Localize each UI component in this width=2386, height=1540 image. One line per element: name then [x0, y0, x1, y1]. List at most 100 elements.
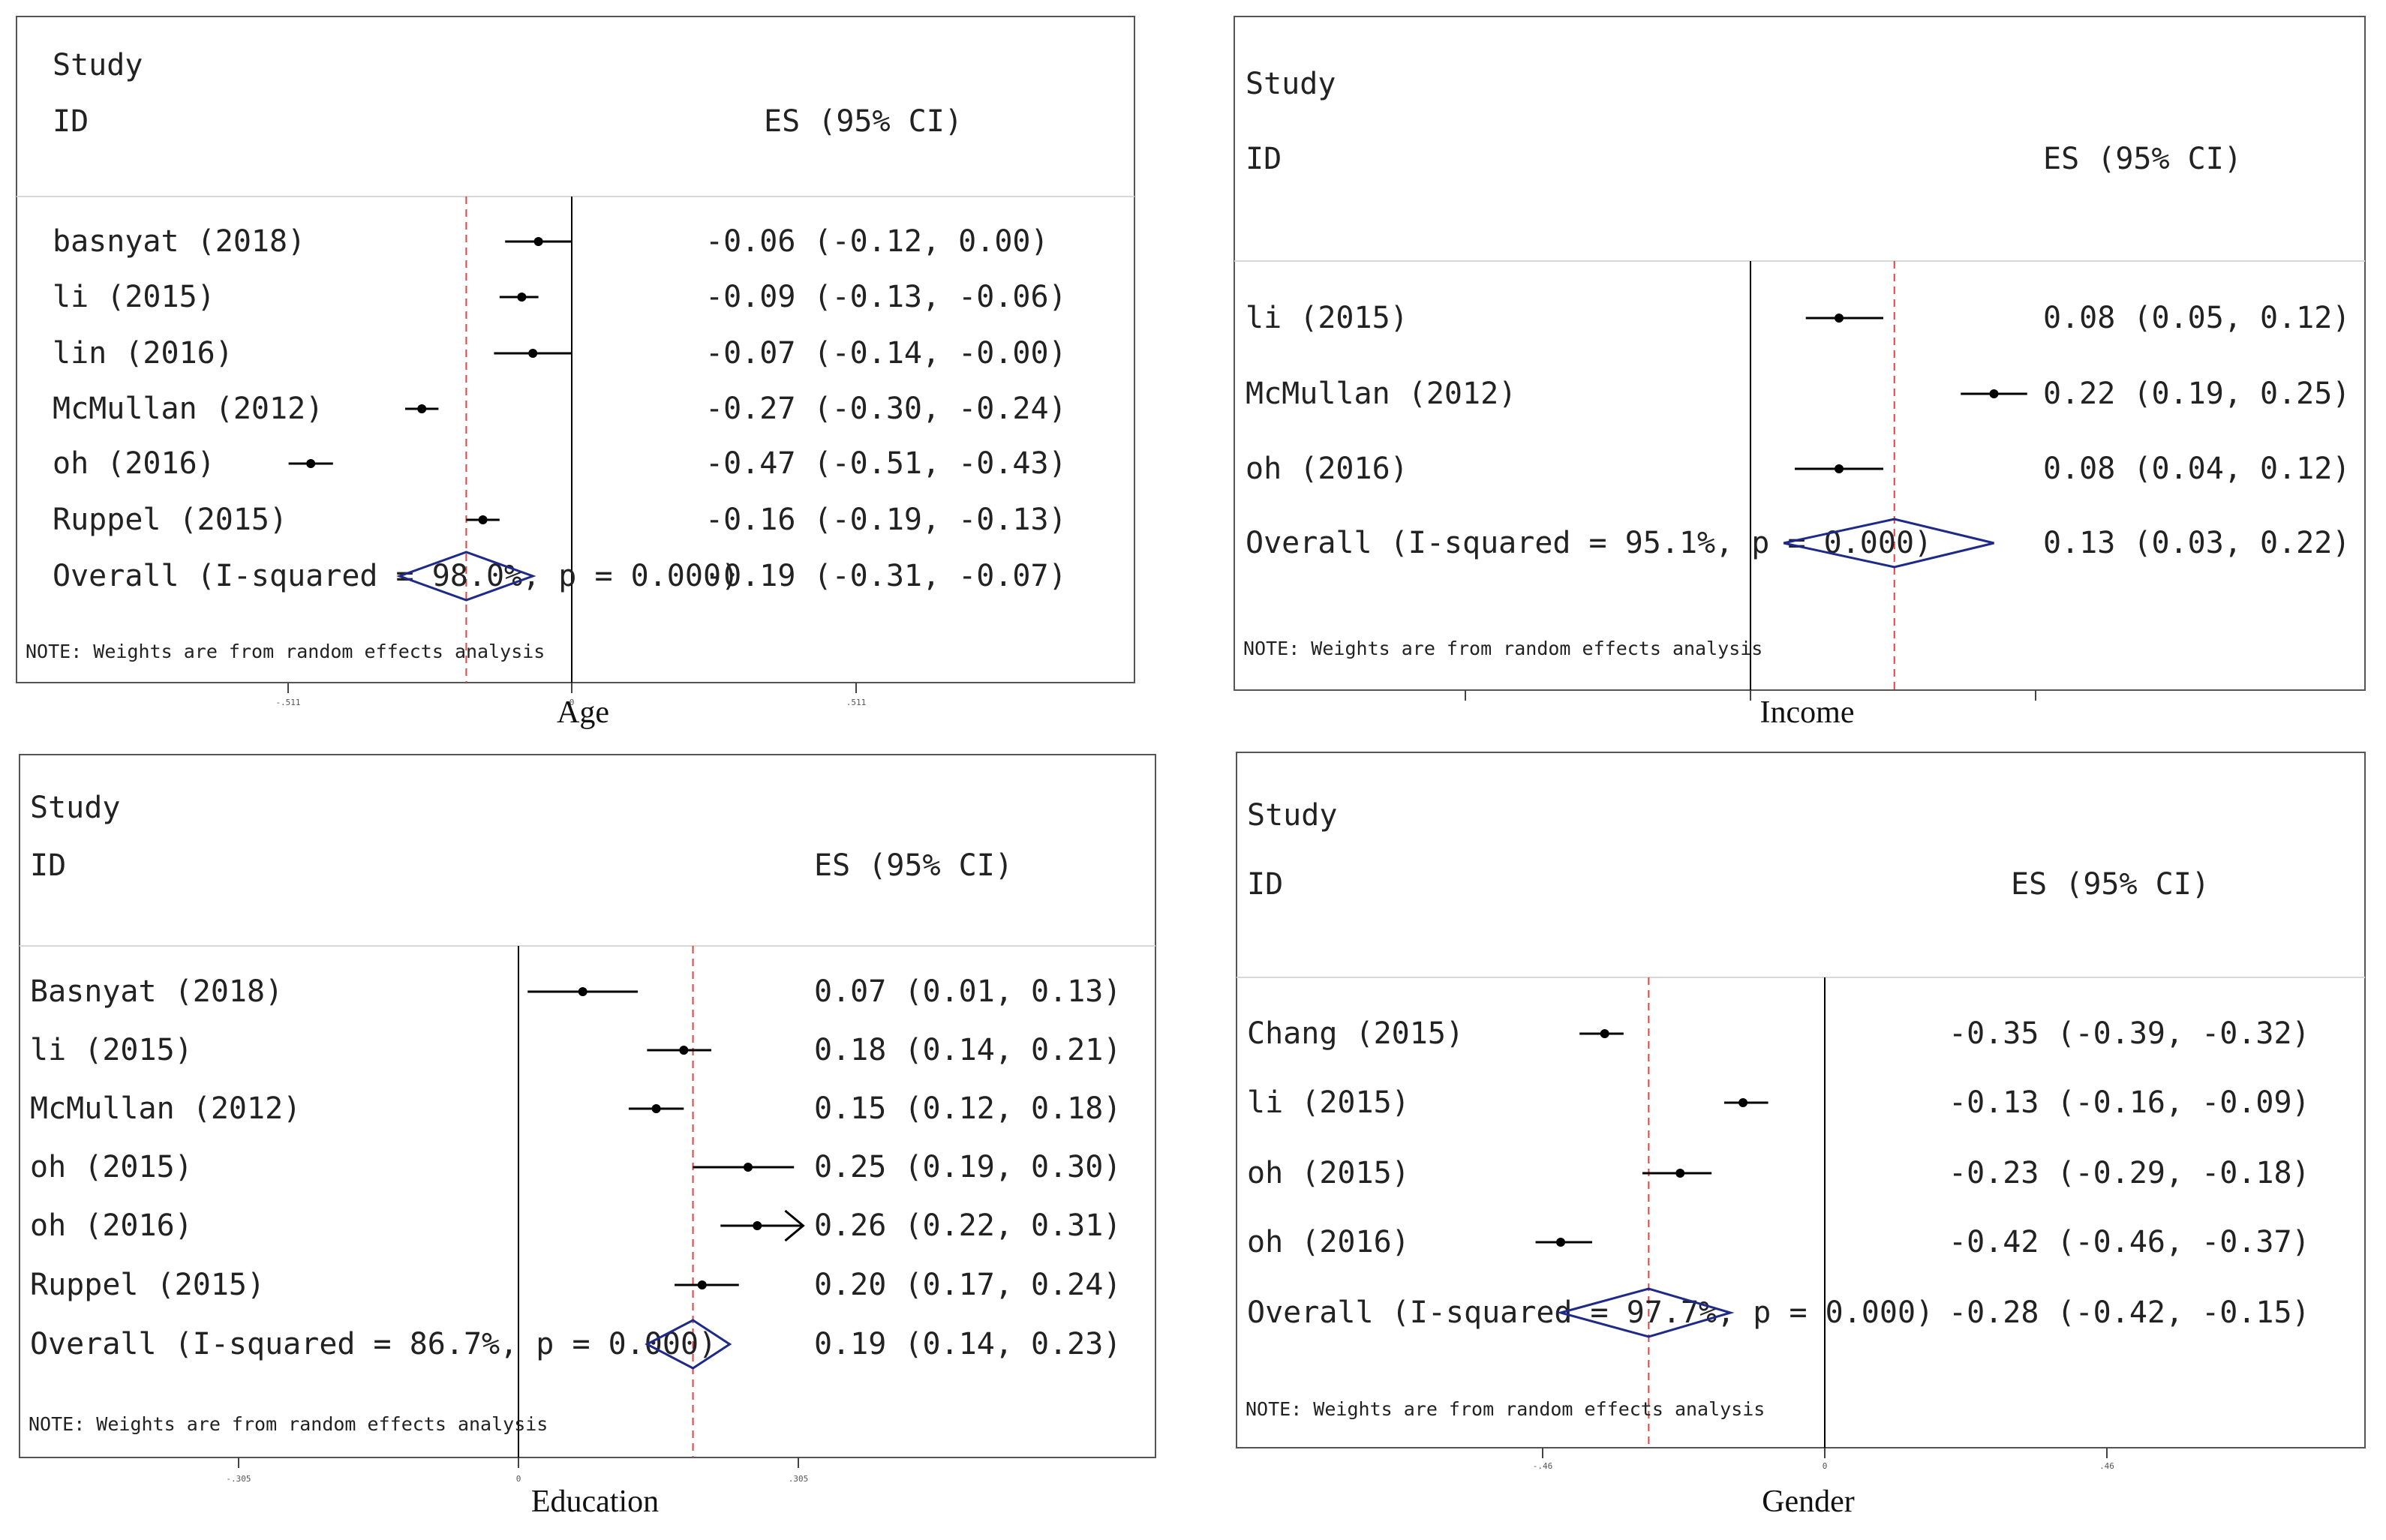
effect-size-point: [679, 1046, 689, 1055]
effect-size-value: -0.06 (-0.12, 0.00): [705, 224, 1049, 259]
effect-size-value: 0.18 (0.14, 0.21): [814, 1033, 1121, 1067]
effect-size-point: [1556, 1238, 1566, 1247]
weights-note: NOTE: Weights are from random effects an…: [1246, 1398, 1765, 1420]
study-label: oh (2015): [1247, 1156, 1410, 1190]
study-label: lin (2016): [53, 336, 233, 371]
weights-note: NOTE: Weights are from random effects an…: [1243, 638, 1762, 659]
panel-frame: [1234, 16, 2366, 691]
panel-frame: [1236, 752, 2366, 1448]
overall-label: Overall (I-squared = 86.7%, p = 0.000): [30, 1327, 717, 1361]
study-label: Ruppel (2015): [30, 1268, 265, 1302]
effect-size-value: -0.35 (-0.39, -0.32): [1949, 1016, 2310, 1051]
axis-tick-label: -.305: [226, 1474, 251, 1484]
id-header: ID: [53, 104, 89, 139]
effect-size-point: [533, 237, 543, 246]
es-ci-header: ES (95% CI): [764, 104, 963, 139]
id-header: ID: [30, 848, 66, 883]
effect-size-value: -0.09 (-0.13, -0.06): [705, 280, 1067, 314]
study-label: Chang (2015): [1247, 1016, 1464, 1051]
study-label: Ruppel (2015): [53, 503, 287, 537]
effect-size-point: [744, 1163, 753, 1172]
overall-label: Overall (I-squared = 95.1%, p = 0.000): [1246, 526, 1932, 560]
ci-truncation-arrow: [784, 1209, 805, 1242]
study-label: oh (2015): [30, 1150, 193, 1184]
study-label: li (2015): [53, 280, 215, 314]
effect-size-value: 0.15 (0.12, 0.18): [814, 1091, 1121, 1126]
overall-effect-diamond: [1556, 1287, 1735, 1338]
weights-note: NOTE: Weights are from random effects an…: [29, 1413, 548, 1435]
effect-size-value: 0.22 (0.19, 0.25): [2043, 377, 2350, 411]
study-label: li (2015): [30, 1033, 193, 1067]
effect-size-point: [1835, 314, 1844, 323]
effect-size-value: -0.16 (-0.19, -0.13): [705, 503, 1067, 537]
overall-effect-diamond: [396, 551, 536, 602]
effect-size-point: [651, 1104, 661, 1113]
effect-size-value: -0.07 (-0.14, -0.00): [705, 336, 1067, 371]
effect-size-value: 0.07 (0.01, 0.13): [814, 974, 1121, 1009]
panel-frame: [16, 16, 1135, 683]
effect-size-point: [306, 459, 316, 468]
effect-size-point: [478, 515, 488, 524]
effect-size-value: 0.26 (0.22, 0.31): [814, 1208, 1121, 1243]
effect-size-value: -0.13 (-0.16, -0.09): [1949, 1085, 2310, 1120]
overall-effect-value: -0.28 (-0.42, -0.15): [1949, 1295, 2310, 1330]
effect-size-value: 0.08 (0.05, 0.12): [2043, 301, 2350, 335]
axis-tick-label: -.46: [1533, 1461, 1553, 1471]
effect-size-point: [1738, 1098, 1748, 1107]
effect-size-point: [1675, 1169, 1685, 1178]
es-ci-header: ES (95% CI): [814, 848, 1013, 883]
study-header: Study: [1246, 67, 1336, 101]
effect-size-point: [417, 404, 427, 413]
weights-note: NOTE: Weights are from random effects an…: [26, 641, 545, 662]
overall-effect-value: 0.19 (0.14, 0.23): [814, 1327, 1121, 1361]
overall-label: Overall (I-squared = 97.7%, p = 0.000): [1247, 1295, 1934, 1330]
panel-frame: [19, 754, 1156, 1458]
effect-size-point: [697, 1280, 707, 1289]
x-axis-label: Education: [531, 1484, 659, 1519]
effect-size-value: -0.27 (-0.30, -0.24): [705, 392, 1067, 426]
effect-size-point: [528, 349, 538, 358]
study-label: oh (2016): [53, 446, 215, 481]
study-label: basnyat (2018): [53, 224, 305, 259]
study-label: oh (2016): [1246, 452, 1408, 486]
x-axis-label: Age: [557, 695, 609, 730]
study-label: oh (2016): [30, 1208, 193, 1243]
x-axis-label: Gender: [1762, 1484, 1855, 1519]
axis-tick-label: -.511: [275, 698, 300, 707]
es-ci-header: ES (95% CI): [2011, 867, 2210, 902]
effect-size-value: -0.47 (-0.51, -0.43): [705, 446, 1067, 481]
overall-effect-value: -0.19 (-0.31, -0.07): [705, 559, 1067, 593]
effect-size-value: 0.08 (0.04, 0.12): [2043, 452, 2350, 486]
effect-size-point: [578, 987, 587, 996]
study-label: McMullan (2012): [1246, 377, 1516, 411]
axis-tick-label: .46: [2099, 1461, 2114, 1471]
study-label: Basnyat (2018): [30, 974, 283, 1009]
study-header: Study: [53, 48, 143, 83]
es-ci-header: ES (95% CI): [2043, 142, 2242, 176]
effect-size-point: [1835, 464, 1844, 473]
overall-effect-diamond: [1783, 518, 1994, 569]
axis-tick-label: .305: [789, 1474, 809, 1484]
overall-effect-diamond: [645, 1319, 732, 1370]
effect-size-value: -0.42 (-0.46, -0.37): [1949, 1225, 2310, 1259]
id-header: ID: [1247, 867, 1283, 902]
effect-size-value: 0.25 (0.19, 0.30): [814, 1150, 1121, 1184]
study-header: Study: [30, 791, 120, 825]
effect-size-value: 0.20 (0.17, 0.24): [814, 1268, 1121, 1302]
axis-tick-label: 0: [516, 1474, 521, 1484]
axis-tick-label: .511: [846, 698, 867, 707]
study-label: li (2015): [1246, 301, 1408, 335]
study-label: li (2015): [1247, 1085, 1410, 1120]
study-label: McMullan (2012): [53, 392, 323, 426]
effect-size-point: [517, 293, 527, 302]
x-axis-label: Income: [1760, 695, 1855, 730]
study-label: McMullan (2012): [30, 1091, 301, 1126]
axis-tick-label: 0: [1823, 1461, 1828, 1471]
overall-effect-value: 0.13 (0.03, 0.22): [2043, 526, 2350, 560]
effect-size-point: [1600, 1029, 1609, 1038]
axis-tick-label: 0: [569, 698, 575, 707]
overall-label: Overall (I-squared = 98.0%, p = 0.000): [53, 559, 739, 593]
effect-size-point: [753, 1221, 762, 1230]
